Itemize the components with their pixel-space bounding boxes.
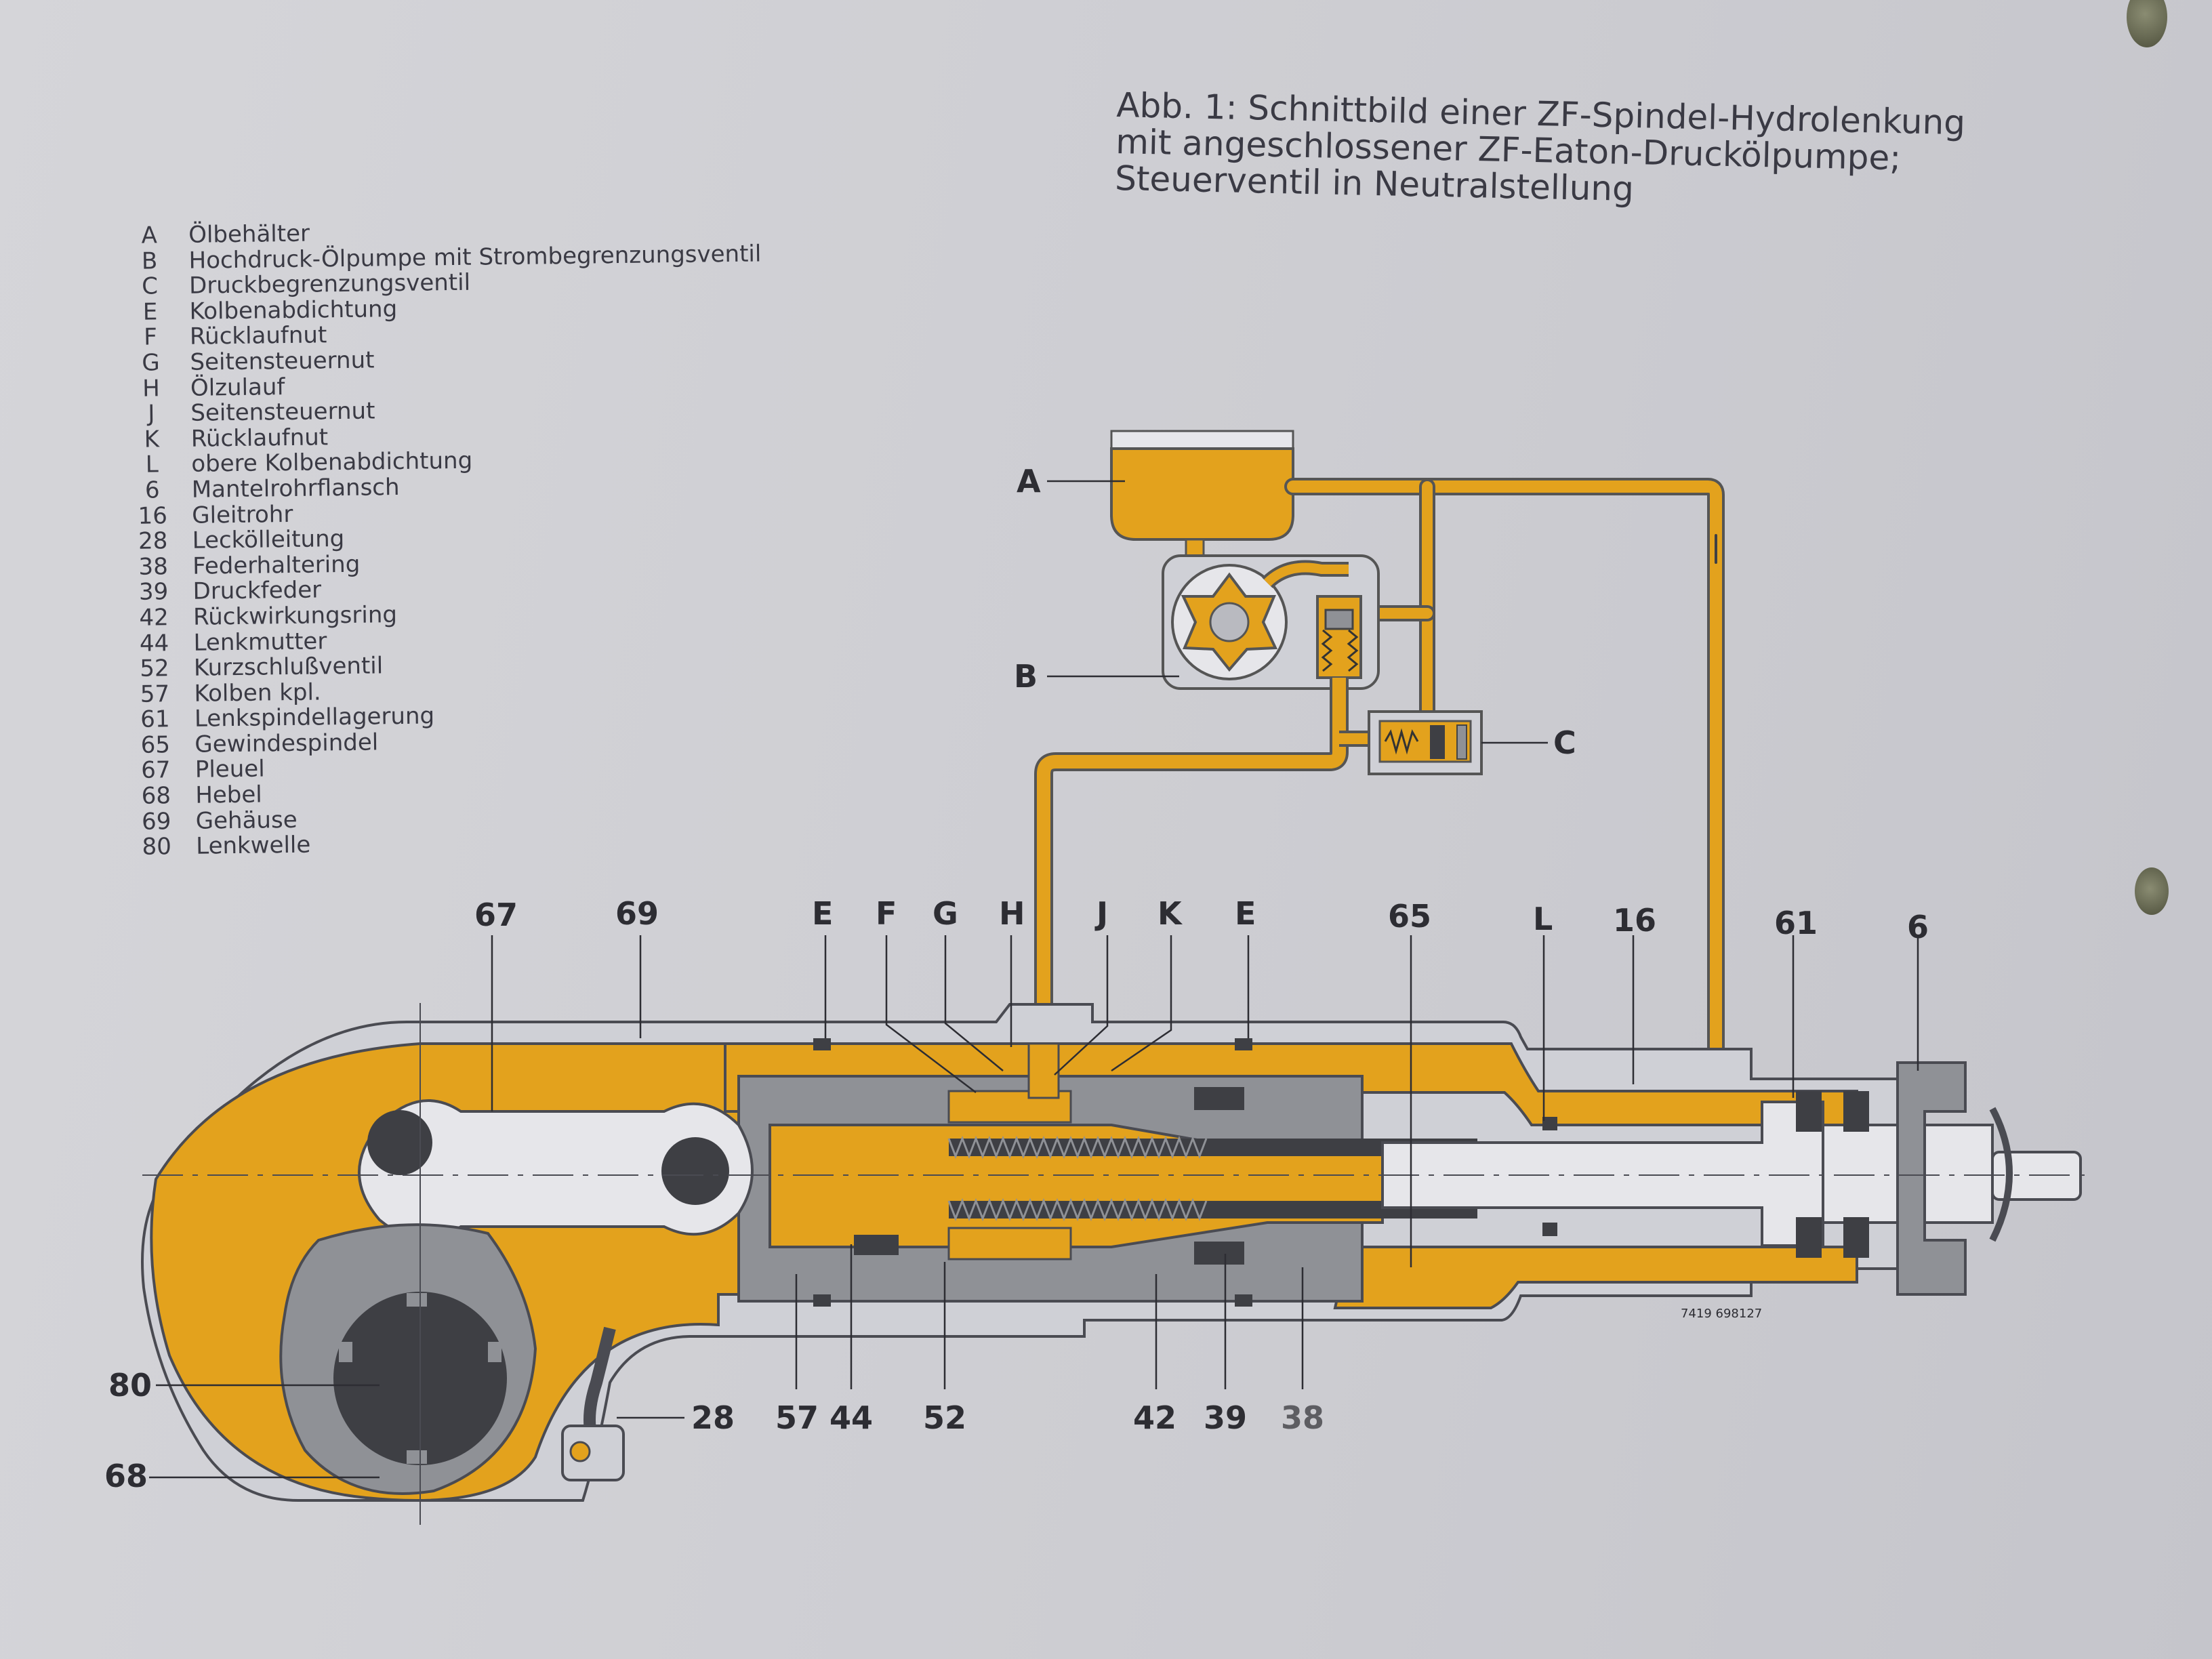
binder-hole-top bbox=[2127, 0, 2167, 47]
drawing-number: 7419 698127 bbox=[1681, 1307, 1762, 1321]
label-H: H bbox=[999, 895, 1025, 932]
label-69: 69 bbox=[615, 895, 659, 932]
label-80: 80 bbox=[108, 1367, 152, 1404]
label-E-right: E bbox=[1235, 895, 1256, 932]
label-16: 16 bbox=[1613, 902, 1656, 939]
label-A: A bbox=[1017, 463, 1041, 499]
part-labels: A B C 67 69 E F G H J K E 65 L 16 61 6 8… bbox=[104, 463, 1929, 1494]
pressure-oil-line bbox=[1034, 678, 1376, 1049]
label-68: 68 bbox=[104, 1458, 148, 1494]
label-52: 52 bbox=[923, 1399, 966, 1436]
label-65: 65 bbox=[1388, 898, 1431, 935]
return-oil-line bbox=[1284, 478, 1725, 1101]
label-6: 6 bbox=[1907, 909, 1929, 945]
label-G: G bbox=[933, 895, 958, 932]
label-67: 67 bbox=[474, 897, 518, 933]
label-J: J bbox=[1094, 895, 1108, 932]
pump-unit bbox=[1162, 554, 1380, 690]
label-38: 38 bbox=[1281, 1399, 1324, 1436]
label-L: L bbox=[1533, 901, 1553, 937]
label-39: 39 bbox=[1204, 1399, 1247, 1436]
label-F: F bbox=[876, 895, 897, 932]
steering-gear-housing bbox=[141, 1003, 2094, 1525]
label-K: K bbox=[1158, 895, 1183, 932]
label-E-left: E bbox=[812, 895, 833, 932]
binder-hole-middle bbox=[2135, 867, 2169, 915]
oil-reservoir bbox=[1110, 430, 1294, 567]
label-42: 42 bbox=[1133, 1399, 1176, 1436]
label-28: 28 bbox=[691, 1399, 735, 1436]
label-C: C bbox=[1553, 724, 1576, 761]
label-44: 44 bbox=[830, 1399, 873, 1436]
leader-lines bbox=[149, 480, 1919, 1479]
label-B: B bbox=[1014, 658, 1038, 695]
label-61: 61 bbox=[1774, 905, 1818, 941]
pressure-relief-valve bbox=[1368, 710, 1483, 775]
label-57: 57 bbox=[775, 1399, 819, 1436]
